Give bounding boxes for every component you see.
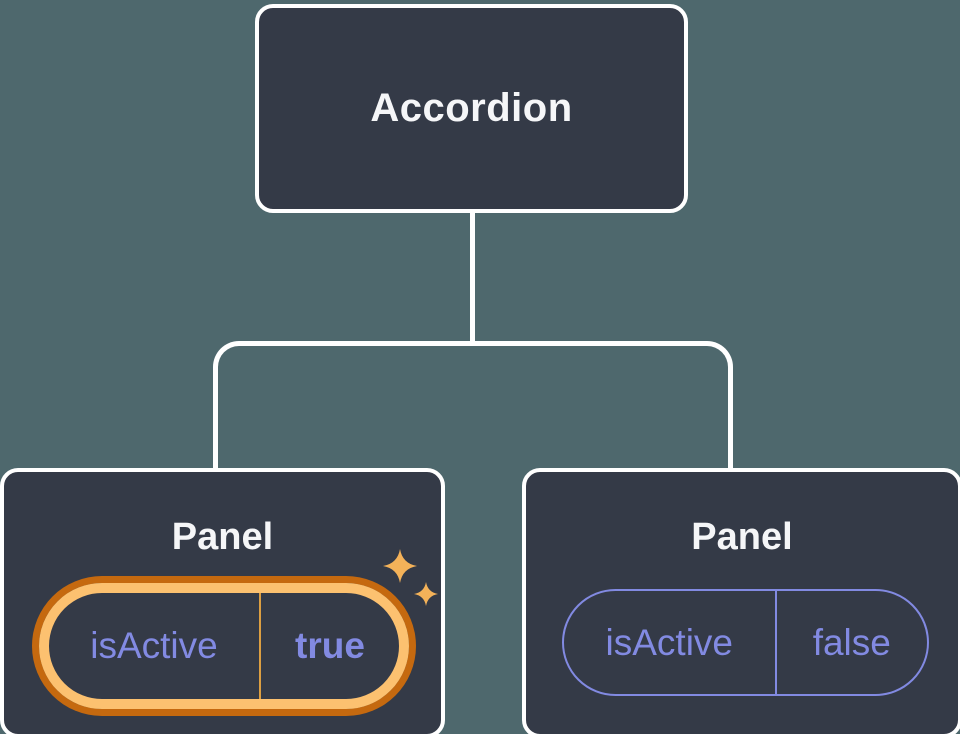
panel-node-inactive: Panel isActive false <box>522 468 960 734</box>
accordion-node-label: Accordion <box>370 86 573 130</box>
panel-node-label: Panel <box>171 516 274 558</box>
prop-value: true <box>295 625 365 666</box>
prop-pill-active: isActive true <box>39 583 409 709</box>
sparkles-icon <box>383 549 438 606</box>
tree-connector-bracket <box>213 341 733 470</box>
prop-value: false <box>812 621 891 663</box>
prop-pill-inactive: isActive false <box>562 589 929 696</box>
prop-name: isActive <box>564 591 777 694</box>
panel-node-label: Panel <box>691 516 793 558</box>
tree-connector-stem <box>470 211 475 344</box>
prop-name: isActive <box>49 593 261 699</box>
panel-node-active: Panel isActive true <box>0 468 445 734</box>
accordion-node: Accordion <box>255 4 688 213</box>
